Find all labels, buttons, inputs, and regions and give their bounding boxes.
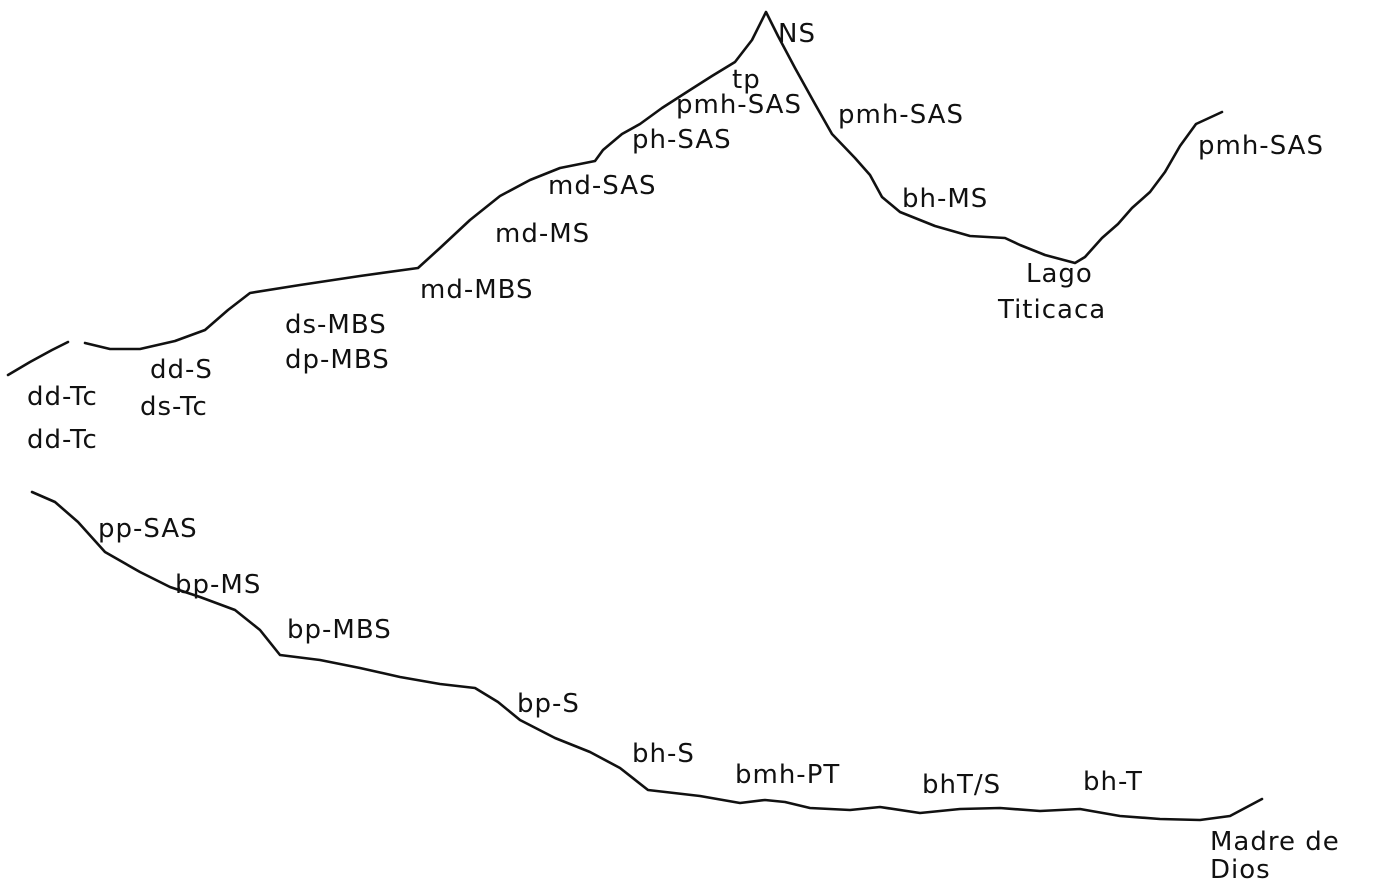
label-pmh-sas-east: pmh-SAS bbox=[838, 100, 964, 130]
label-bp-ms: bp-MS bbox=[175, 570, 261, 600]
label-ds-mbs: ds-MBS bbox=[285, 310, 387, 340]
label-ph-sas: ph-SAS bbox=[632, 125, 732, 155]
label-pp-sas: pp-SAS bbox=[98, 514, 198, 544]
label-bh-s: bh-S bbox=[632, 739, 695, 769]
label-dp-mbs: dp-MBS bbox=[285, 345, 390, 375]
label-lago: Lago bbox=[1026, 259, 1093, 289]
label-bh-t: bh-T bbox=[1083, 767, 1143, 797]
label-md-ms: md-MS bbox=[495, 219, 590, 249]
label-dd-tc-upper: dd-Tc bbox=[27, 382, 98, 412]
label-dd-tc-lower: dd-Tc bbox=[27, 425, 98, 455]
label-bp-mbs: bp-MBS bbox=[287, 615, 392, 645]
lower-profile-line bbox=[30, 490, 1264, 822]
upper-profile-line-left-fragment bbox=[6, 340, 70, 377]
label-pmh-sas-far-east: pmh-SAS bbox=[1198, 131, 1324, 161]
label-bmh-pt: bmh-PT bbox=[735, 760, 840, 790]
label-madre-de: Madre de bbox=[1210, 827, 1340, 857]
label-titicaca: Titicaca bbox=[997, 295, 1106, 325]
label-tp: tp bbox=[732, 65, 761, 95]
label-bht-s: bhT/S bbox=[922, 770, 1001, 800]
label-dd-s: dd-S bbox=[150, 355, 213, 385]
label-bh-ms: bh-MS bbox=[902, 184, 988, 214]
label-bp-s: bp-S bbox=[517, 689, 580, 719]
label-ds-tc: ds-Tc bbox=[140, 392, 208, 422]
label-dios: Dios bbox=[1210, 855, 1271, 883]
label-md-mbs: md-MBS bbox=[420, 275, 534, 305]
label-pmh-sas-peak: pmh-SAS bbox=[676, 90, 802, 120]
label-ns: NS bbox=[778, 19, 816, 49]
label-md-sas: md-SAS bbox=[548, 171, 657, 201]
upper-profile-line bbox=[83, 10, 1224, 351]
